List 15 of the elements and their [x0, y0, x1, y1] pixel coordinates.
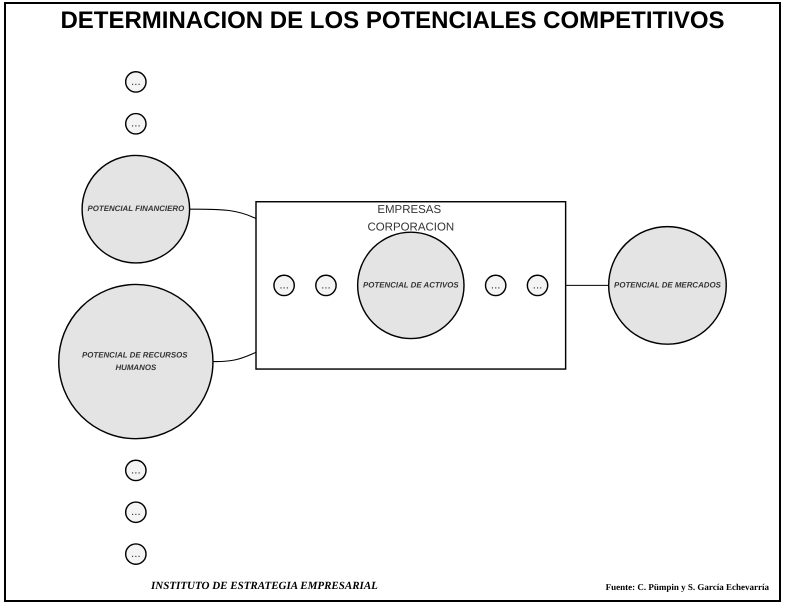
node-circle: ... [124, 543, 147, 565]
diagram-title: DETERMINACION DE LOS POTENCIALES COMPETITIVOS [59, 8, 726, 34]
node-circle: ... [124, 501, 147, 524]
connector [566, 284, 609, 286]
node-circle: ... [526, 274, 548, 296]
connector [212, 352, 256, 362]
source-note: Fuente: C. Pümpin y S. García Echevarría [606, 582, 769, 592]
node-circle: ... [124, 112, 147, 135]
connector [190, 208, 256, 219]
node-circle: ... [273, 274, 295, 296]
node-circle: ... [124, 460, 147, 482]
node-circle: ... [484, 274, 507, 296]
node-circle: ... [124, 71, 147, 93]
node-circle: ... [315, 274, 337, 296]
institution-name: INSTITUTO DE ESTRATEGIA EMPRESARIAL [151, 580, 378, 592]
